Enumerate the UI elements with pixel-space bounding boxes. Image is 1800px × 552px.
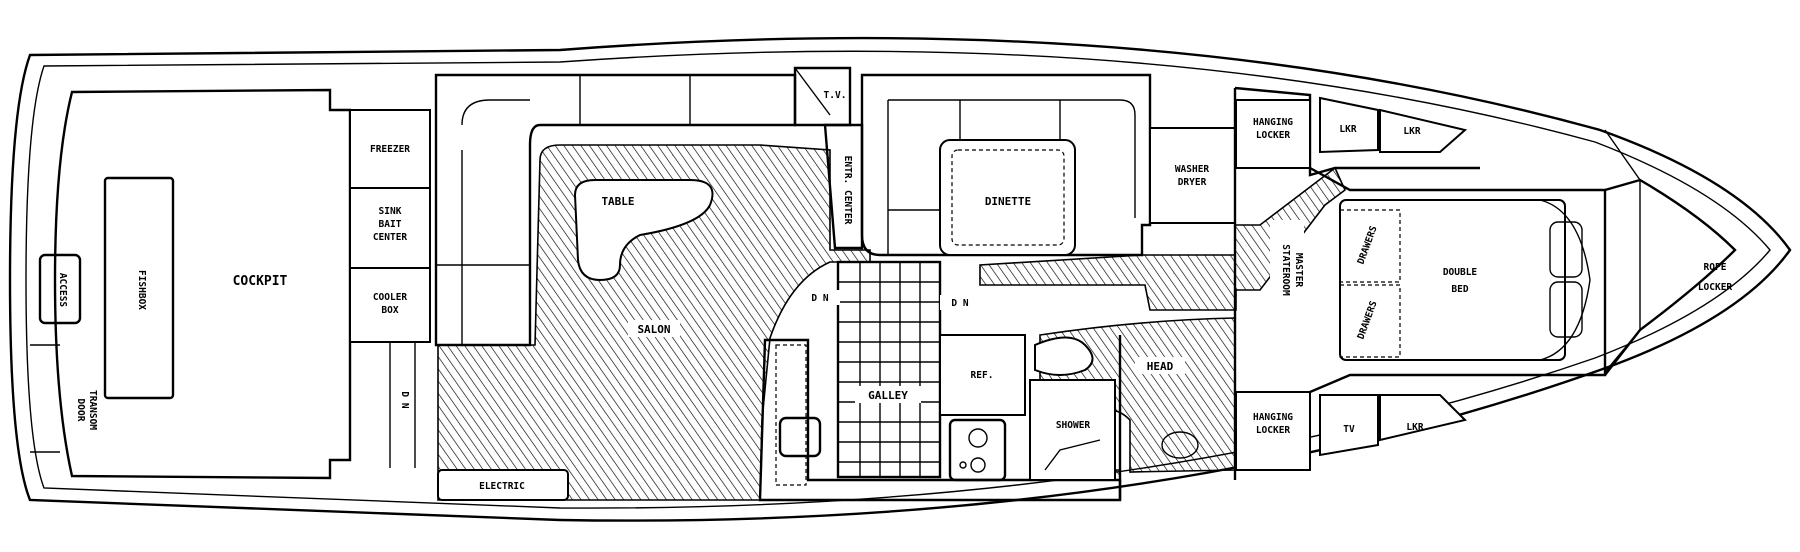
fishbox-label: FISHBOX	[136, 270, 147, 310]
tv-locker	[1319, 394, 1379, 457]
fishbox	[103, 176, 175, 400]
cooler-label-1: COOLER	[373, 292, 408, 303]
transom-label-2: DOOR	[75, 399, 86, 422]
drawers-1	[1339, 209, 1401, 283]
shower	[1029, 379, 1116, 481]
hanging-locker-top-2: LOCKER	[1256, 130, 1291, 141]
master-label-2: STATEROOM	[1280, 244, 1291, 296]
cooler-box	[349, 267, 431, 343]
tv-diag	[794, 67, 831, 116]
sink-label-1: SINK	[379, 206, 402, 217]
lkr-label-1: LKR	[1339, 124, 1356, 135]
lkr-2	[1379, 108, 1468, 153]
sink	[778, 416, 822, 458]
freezer-label: FREEZER	[370, 144, 410, 155]
hanging-locker-top-1: HANGING	[1253, 117, 1293, 128]
head-sink	[1161, 431, 1199, 459]
cockpit-outline	[53, 88, 352, 480]
table-label: TABLE	[601, 195, 634, 208]
bow-frame	[1604, 129, 1641, 373]
lkr-1	[1319, 96, 1379, 154]
dn-label-aft: D N	[399, 391, 410, 408]
passage-floor	[979, 166, 1346, 311]
entr-center-label: ENTR. CENTER	[842, 156, 853, 225]
entr-center	[823, 123, 864, 250]
dinette-seat	[860, 73, 1152, 257]
lkr-label-2: LKR	[1403, 126, 1420, 137]
master-label-1: MASTER	[1293, 253, 1304, 288]
table-label-bg	[592, 193, 644, 209]
washer-dryer	[1149, 127, 1236, 224]
nightstand-2	[1549, 281, 1583, 338]
stove	[948, 418, 1007, 482]
access-label: ACCESS	[57, 273, 68, 308]
salon-label-bg	[628, 320, 680, 337]
dn-label-salon: D N	[811, 293, 828, 304]
double-bed-label-1: DOUBLE	[1443, 267, 1478, 278]
tv-label-2: TV	[1343, 424, 1355, 435]
rope-label-2: LOCKER	[1698, 282, 1733, 293]
salon-label: SALON	[637, 323, 670, 336]
dn-label-galley: D N	[951, 298, 968, 309]
lkr-label-3: LKR	[1406, 422, 1423, 433]
sink-box	[349, 187, 431, 269]
dinette-table	[939, 139, 1076, 256]
rope-locker	[1604, 178, 1737, 376]
dinette-inner	[888, 99, 1136, 218]
ref-label: REF.	[971, 370, 994, 381]
electric-label: ELECTRIC	[479, 481, 525, 492]
galley-tiles	[838, 262, 940, 477]
cooler-label-2: BOX	[381, 305, 398, 316]
head-label: HEAD	[1147, 360, 1174, 373]
burner-small	[959, 461, 967, 469]
head-label-bg	[1135, 357, 1185, 374]
access-hatch	[38, 253, 82, 325]
hanging-locker-bot	[1235, 391, 1311, 471]
hanging-locker-bot-2: LOCKER	[1256, 425, 1291, 436]
hull-outline	[8, 36, 1792, 522]
shower-drain	[1044, 439, 1101, 471]
bed-head	[1539, 199, 1591, 361]
drawers-2	[1339, 284, 1401, 358]
lkr-3	[1379, 394, 1467, 442]
galley-counter-inner	[775, 344, 807, 486]
dn-label-bg-1	[800, 290, 840, 305]
dinette-table-inner	[951, 149, 1065, 246]
forward-structure	[1234, 86, 1480, 177]
hanging-locker-top	[1235, 99, 1311, 169]
galley-grid	[836, 260, 942, 479]
dinette-label: DINETTE	[985, 195, 1031, 208]
washer-label-1: WASHER	[1175, 164, 1210, 175]
dn-label-bg-2	[940, 295, 980, 310]
cockpit-label: COCKPIT	[233, 274, 288, 289]
galley-label-bg	[855, 386, 921, 403]
washer-label-2: DRYER	[1178, 177, 1207, 188]
transom-label-1: TRANSOM	[87, 390, 98, 430]
tv-label: T.V.	[824, 90, 847, 101]
master-room	[1309, 166, 1607, 394]
burner	[968, 428, 988, 448]
double-bed-label-2: BED	[1451, 284, 1468, 295]
couch-inner	[461, 99, 530, 126]
sink-label-3: CENTER	[373, 232, 408, 243]
hull-inner	[25, 50, 1771, 509]
nightstand-1	[1549, 221, 1583, 278]
master-label-bg	[1270, 220, 1304, 320]
double-bed	[1339, 199, 1566, 361]
electric-panel	[437, 469, 569, 501]
rope-label-1: ROPE	[1704, 262, 1727, 273]
sink-label-2: BAIT	[379, 219, 402, 230]
salon-couch	[434, 73, 797, 347]
ref-box	[939, 334, 1026, 416]
burner	[970, 457, 986, 473]
hanging-locker-bot-1: HANGING	[1253, 412, 1293, 423]
galley-label: GALLEY	[868, 389, 908, 402]
toilet	[1034, 336, 1094, 376]
freezer-box	[349, 109, 431, 189]
shower-label: SHOWER	[1056, 420, 1091, 431]
